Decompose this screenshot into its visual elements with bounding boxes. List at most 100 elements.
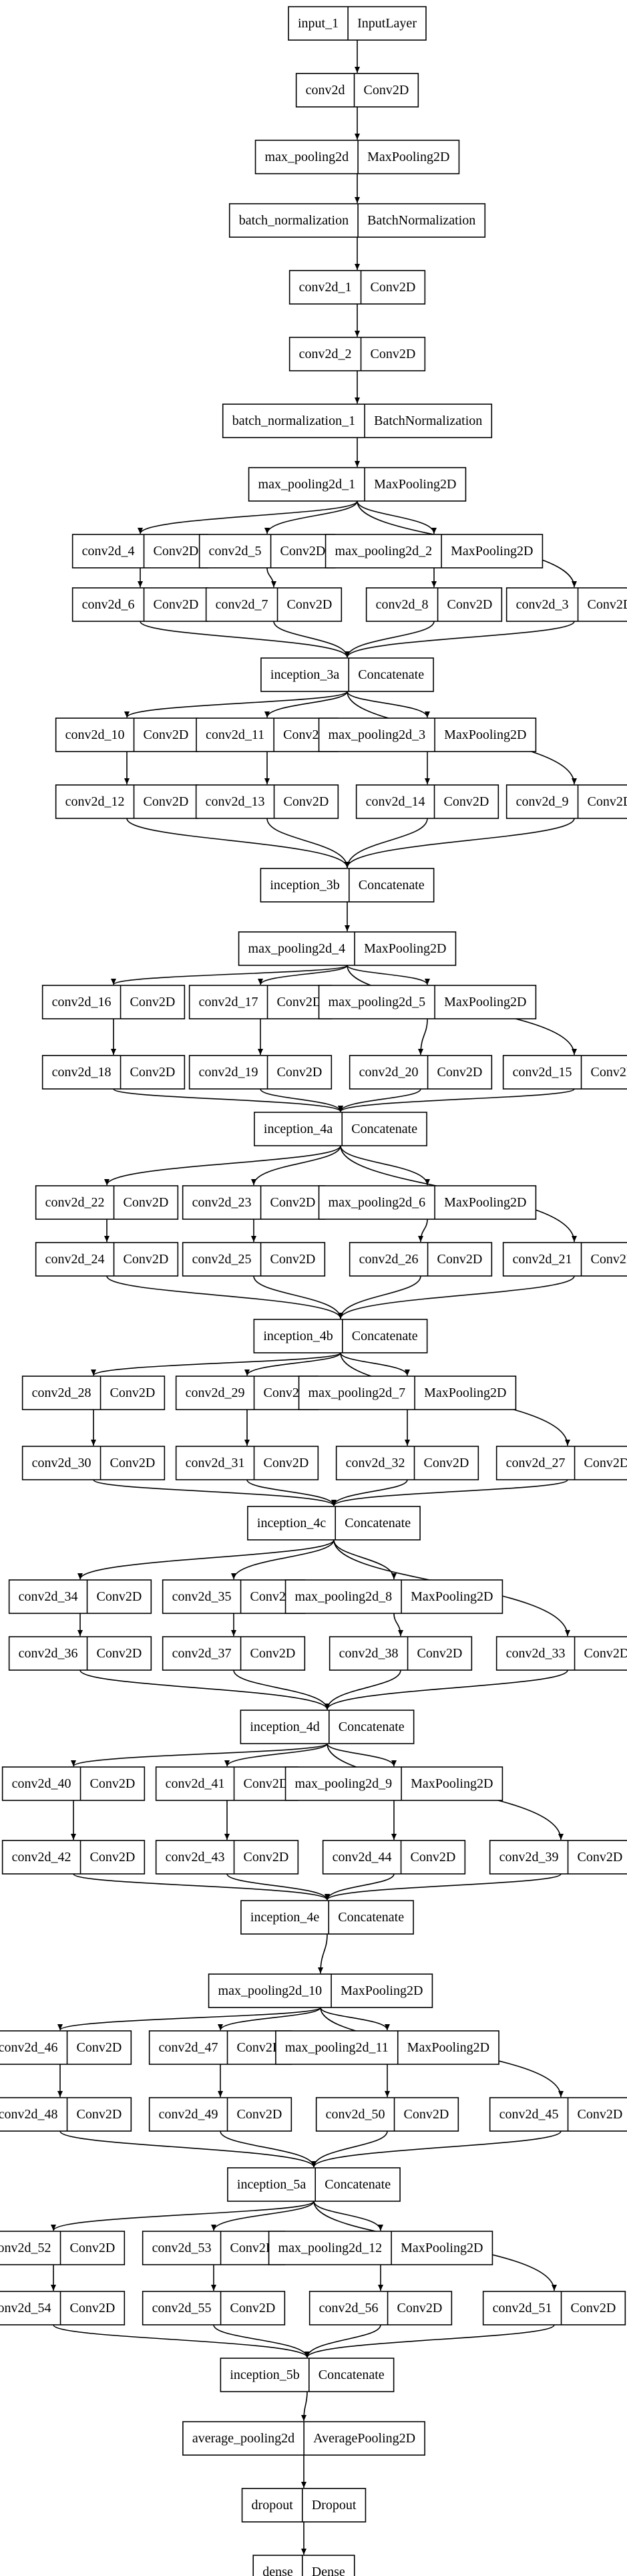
edge-arrow (357, 500, 437, 534)
layer-box (35, 1185, 179, 1220)
layer-name: conv2d_53 (152, 2241, 212, 2255)
layer-type: MaxPooling2D (341, 1983, 423, 1998)
layer-box (505, 784, 627, 819)
layer-box (495, 1636, 627, 1671)
layer-type: Conv2D (277, 995, 323, 1009)
layer-box (275, 2030, 499, 2065)
layer-name: conv2d_55 (152, 2301, 212, 2315)
layer-type: Conv2D (154, 597, 199, 612)
layer-name: inception_4a (264, 1122, 333, 1136)
layer-box (288, 6, 427, 41)
layer-box (41, 1055, 186, 1090)
layer-box (238, 931, 457, 966)
edge-arrow (338, 1088, 421, 1112)
edge-arrow (320, 2007, 390, 2031)
layer-box (502, 1242, 627, 1277)
layer-type: Dropout (312, 2498, 357, 2513)
edge-arrow (273, 621, 350, 658)
edge-arrow (264, 500, 358, 534)
edge-arrow (126, 818, 350, 868)
edge-arrow (220, 2130, 317, 2168)
edge-arrow (213, 2324, 310, 2358)
layer-box (254, 140, 460, 174)
layer-name: max_pooling2d (265, 150, 349, 164)
layer-box (71, 534, 209, 569)
layer-type: Conv2D (437, 1252, 483, 1267)
edge-arrow (211, 2201, 315, 2231)
layer-type: Conv2D (371, 280, 416, 295)
layer-type: Conv2D (588, 794, 627, 809)
layer-name: max_pooling2d_2 (335, 544, 433, 558)
layer-type: Conv2D (130, 995, 176, 1009)
layer-name: inception_5b (230, 2368, 299, 2382)
layer-box (260, 657, 434, 692)
edge-arrow (53, 2324, 310, 2358)
layer-type: MaxPooling2D (374, 477, 456, 492)
layer-box (188, 985, 333, 1019)
layer-type: Conv2D (287, 597, 333, 612)
layer-name: conv2d_47 (159, 2040, 218, 2055)
layer-type: Conv2D (270, 1252, 316, 1267)
edge-arrow (260, 1088, 343, 1112)
layer-box (175, 1446, 319, 1480)
layer-name: conv2d_24 (45, 1252, 105, 1267)
layer-name: conv2d_25 (192, 1252, 252, 1267)
layer-box (55, 784, 199, 819)
layer-type: MaxPooling2D (424, 1386, 506, 1400)
layer-type: Concatenate (358, 667, 424, 682)
layer-box (241, 2488, 367, 2523)
layer-type: Conv2D (264, 1386, 309, 1400)
layer-name: max_pooling2d_1 (258, 477, 356, 492)
layer-name: conv2d_14 (366, 794, 425, 809)
layer-box (495, 1446, 627, 1480)
layer-name: inception_4e (250, 1910, 319, 1925)
layer-box (284, 1766, 503, 1801)
edge-arrow (140, 621, 350, 658)
layer-type: Conv2D (230, 2301, 276, 2315)
layer-box (318, 717, 537, 752)
layer-name: conv2d_5 (209, 544, 262, 558)
layer-box (162, 1636, 306, 1671)
layer-box (355, 784, 499, 819)
edge-arrow (93, 1479, 337, 1506)
layer-type: Conv2D (371, 347, 416, 361)
layer-box (41, 985, 186, 1019)
edge-arrow (71, 1743, 328, 1767)
layer-type: Conv2D (250, 1589, 296, 1604)
edge-arrow (340, 1352, 410, 1376)
layer-name: conv2d_28 (32, 1386, 91, 1400)
layer-box (71, 587, 209, 622)
edge-arrow (345, 818, 428, 868)
layer-name: average_pooling2d (192, 2431, 294, 2446)
edge-arrow (138, 500, 358, 534)
layer-box (482, 2291, 626, 2325)
layer-type: MaxPooling2D (444, 1195, 526, 1210)
layer-box (308, 2291, 453, 2325)
layer-box (195, 784, 339, 819)
layer-type: Conv2D (70, 2301, 116, 2315)
layer-box (349, 1242, 493, 1277)
layer-name: conv2d_33 (506, 1646, 566, 1661)
edge-arrow (113, 1088, 343, 1112)
layer-box (227, 2167, 401, 2202)
layer-name: conv2d_32 (346, 1456, 405, 1470)
layer-box (268, 2231, 493, 2265)
edge-arrow (266, 567, 276, 588)
layer-type: AveragePooling2D (313, 2431, 415, 2446)
layer-box (253, 1319, 428, 1353)
layer-box (322, 1840, 466, 1875)
